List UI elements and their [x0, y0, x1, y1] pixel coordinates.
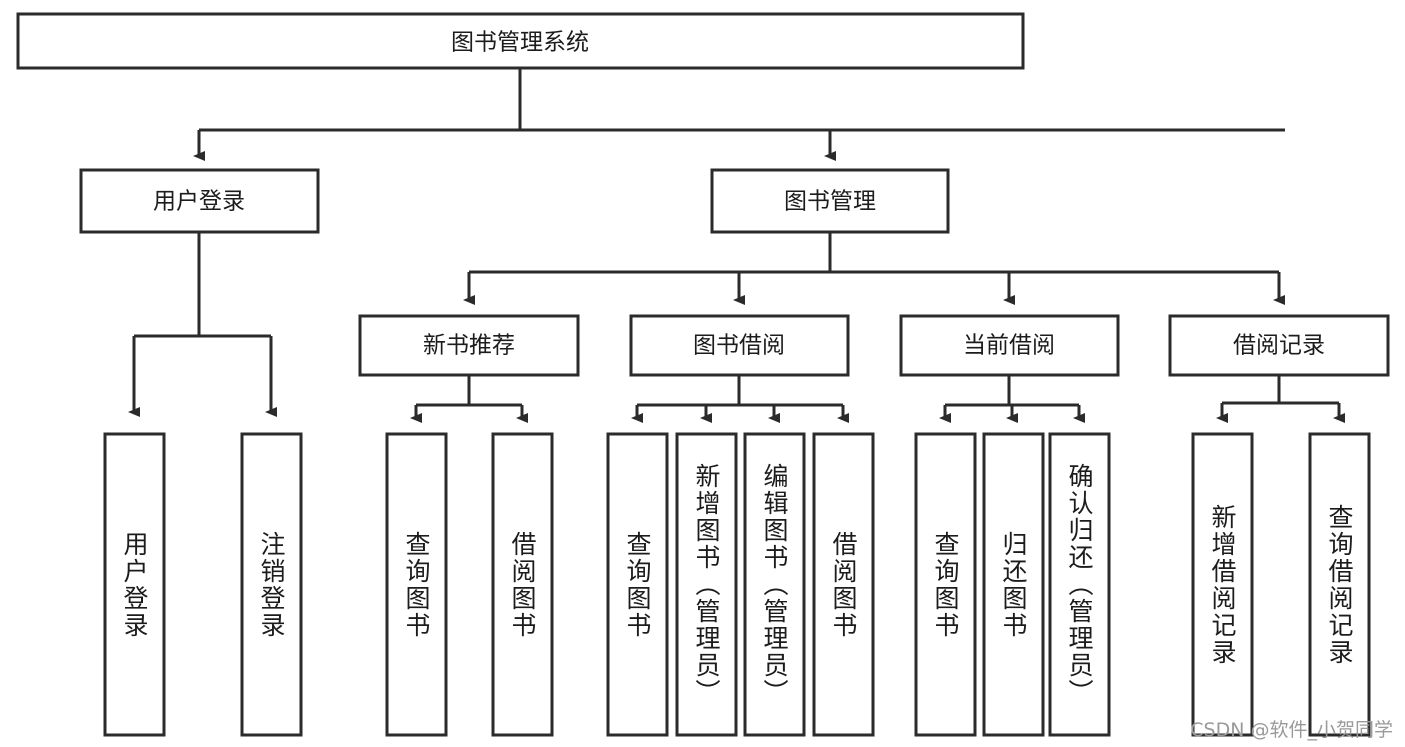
- node-book-management[interactable]: 图书管理: [710, 168, 950, 234]
- connector-userlogin-to-leaves: [128, 232, 277, 417]
- leaf-box-current-borrow-1[interactable]: [914, 432, 977, 737]
- connector-currentborrow-to-leaves: [939, 375, 1085, 423]
- leaf-box-borrow-record-2[interactable]: [1308, 432, 1371, 737]
- node-current-borrow[interactable]: 当前借阅: [899, 314, 1120, 377]
- connector-root-to-level2: [193, 68, 1285, 161]
- connector-newbook-to-leaves: [410, 375, 528, 423]
- node-new-book-recommend-label: 新书推荐: [423, 333, 515, 359]
- node-book-management-label: 图书管理: [784, 189, 876, 215]
- node-book-borrow[interactable]: 图书借阅: [629, 314, 850, 377]
- node-borrow-record-label: 借阅记录: [1233, 333, 1325, 359]
- leaf-box-book-borrow-2[interactable]: [675, 432, 738, 737]
- connector-bookborrow-to-leaves: [631, 375, 849, 423]
- leaf-box-book-borrow-1[interactable]: [606, 432, 669, 737]
- leaf-box-current-borrow-2[interactable]: [982, 432, 1045, 737]
- connector-bookmgmt-to-level3: [463, 232, 1285, 305]
- node-user-login[interactable]: 用户登录: [79, 168, 320, 234]
- node-root-label: 图书管理系统: [451, 30, 589, 56]
- leaf-box-current-borrow-3[interactable]: [1048, 432, 1111, 737]
- leaf-box-user-login-2[interactable]: [240, 432, 303, 737]
- leaf-box-user-login-1[interactable]: [103, 432, 166, 737]
- connector-borrowrecord-to-leaves: [1216, 375, 1345, 423]
- node-user-login-label: 用户登录: [153, 189, 245, 215]
- node-current-borrow-label: 当前借阅: [963, 333, 1055, 359]
- node-borrow-record[interactable]: 借阅记录: [1168, 314, 1390, 377]
- leaf-box-book-borrow-3[interactable]: [743, 432, 806, 737]
- node-root-system[interactable]: 图书管理系统: [16, 12, 1025, 70]
- leaf-box-new-book-1[interactable]: [385, 432, 448, 737]
- node-book-borrow-label: 图书借阅: [693, 333, 785, 359]
- leaf-box-book-borrow-4[interactable]: [812, 432, 875, 737]
- csdn-watermark: CSDN @软件_小贺同学: [1190, 719, 1393, 741]
- node-new-book-recommend[interactable]: 新书推荐: [358, 314, 580, 377]
- leaf-box-new-book-2[interactable]: [491, 432, 554, 737]
- leaf-box-borrow-record-1[interactable]: [1191, 432, 1254, 737]
